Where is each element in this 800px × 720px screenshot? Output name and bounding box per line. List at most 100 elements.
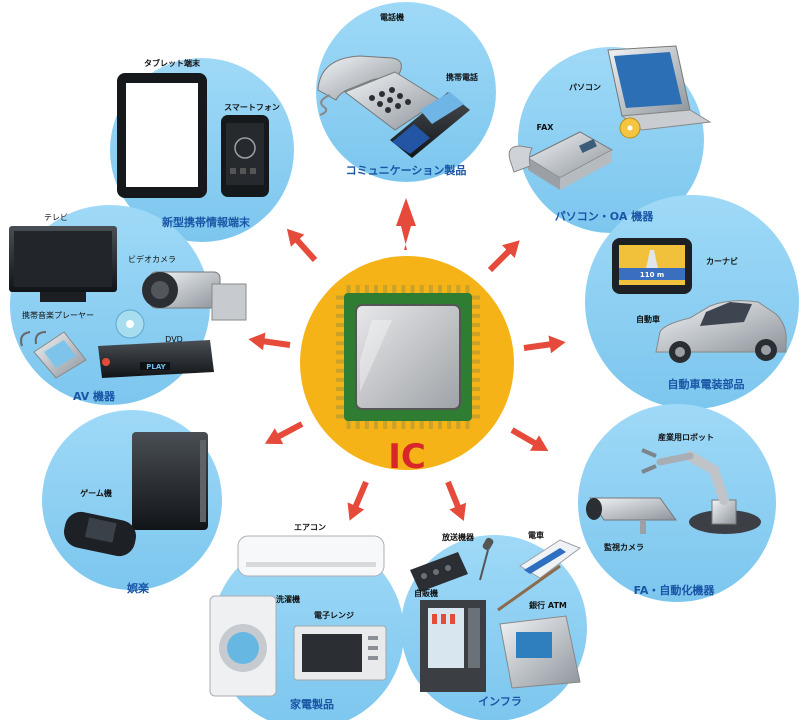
device-label-tv: テレビ <box>44 213 68 222</box>
ic-pin <box>336 396 344 401</box>
ic-pin <box>472 396 480 401</box>
dvd-player-display-text: PLAY <box>146 363 166 371</box>
ic-pin <box>364 421 369 429</box>
device-label-game-console: ゲーム機 <box>80 488 112 498</box>
ic-pin <box>374 285 378 293</box>
ic-die-highlight <box>360 320 392 392</box>
ic-pin <box>401 421 406 429</box>
ic-pin <box>419 421 424 429</box>
ic-pin <box>336 323 344 327</box>
bank-atm-icon <box>499 615 581 689</box>
smartphone-icon <box>221 115 269 197</box>
arrow-to-av <box>248 332 291 351</box>
ic-pin <box>472 313 480 318</box>
ic-pin <box>472 368 480 373</box>
device-label-smartphone: スマートフォン <box>224 103 280 112</box>
ic-pin <box>472 414 480 419</box>
ic-pin <box>346 285 351 293</box>
ic-pin <box>336 313 344 318</box>
desk-phone-icon <box>317 55 441 131</box>
game-console-icon <box>132 432 208 530</box>
arrow-to-car <box>523 335 566 354</box>
ic-label: IC <box>388 437 426 477</box>
ic-pins <box>336 285 480 429</box>
ic-pin <box>336 332 344 337</box>
air-conditioner-icon <box>237 535 385 577</box>
category-title-entertainment: 娯楽 <box>127 581 150 595</box>
ic-pin <box>383 285 388 293</box>
ic-pin <box>392 421 397 429</box>
mobile-phone-icon <box>390 92 470 158</box>
ic-pin <box>336 377 344 382</box>
arrows <box>248 198 566 521</box>
ic-pin <box>401 285 406 293</box>
device-label-desk-phone: 電話機 <box>380 12 404 22</box>
device-label-security-camera: 監視カメラ <box>604 542 644 552</box>
ic-pin <box>336 387 344 391</box>
device-label-microwave: 電子レンジ <box>314 610 354 620</box>
microwave-icon <box>293 625 387 681</box>
ic-pin <box>336 304 344 309</box>
tv-icon <box>9 226 117 302</box>
device-label-pc: パソコン <box>569 82 601 92</box>
circle-fa <box>578 404 776 602</box>
ic-pin <box>472 405 480 410</box>
ic-pin <box>472 350 480 355</box>
ic-pin <box>438 421 442 429</box>
tablet-icon <box>117 73 207 198</box>
ic-pin <box>355 285 360 293</box>
ic-pin <box>472 387 480 391</box>
ic-pin <box>419 285 424 293</box>
music-player-icon <box>20 331 87 379</box>
ic-pin <box>336 295 344 300</box>
industrial-robot-icon <box>641 448 761 534</box>
device-label-industrial-robot: 産業用ロボット <box>658 432 714 442</box>
device-label-mobile-phone: 携帯電話 <box>446 72 478 82</box>
category-title-car: 自動車電装部品 <box>668 377 745 391</box>
labels: コミュニケーション製品 電話機 携帯電話 パソコン・OA 機器 パソコン FAX… <box>22 12 745 711</box>
ic-pin <box>383 421 388 429</box>
ic-pin <box>355 421 360 429</box>
device-label-car: 自動車 <box>636 314 660 324</box>
ic-pin <box>472 304 480 309</box>
arrow-to-communication <box>396 198 416 250</box>
ic-pin <box>336 350 344 355</box>
category-title-communication: コミュニケーション製品 <box>346 163 467 177</box>
ic-pin <box>410 285 415 293</box>
video-camera-icon <box>142 271 247 321</box>
train-icon <box>497 539 582 612</box>
ic-pin <box>456 285 461 293</box>
car-navigation-screen-text: 110 m <box>640 271 664 279</box>
ic-pin <box>346 421 351 429</box>
arrow-to-fa <box>510 427 549 451</box>
category-title-infra: インフラ <box>478 695 522 708</box>
category-title-fa: FA・自動化機器 <box>634 583 716 597</box>
disc-icon <box>115 309 145 339</box>
device-label-dvd: DVD <box>165 335 183 344</box>
ic-pin <box>447 285 452 293</box>
ic-pin <box>374 421 378 429</box>
ic-pin <box>472 377 480 382</box>
cd-icon <box>619 117 641 139</box>
category-title-home: 家電製品 <box>290 697 334 711</box>
ic-hub <box>300 256 514 470</box>
device-label-washing-machine: 洗濯機 <box>276 594 300 604</box>
broadcast-equipment-icon <box>410 537 494 592</box>
ic-pin <box>472 341 480 346</box>
arrow-to-infra <box>445 480 467 521</box>
device-label-train: 電車 <box>528 530 544 540</box>
category-title-av: AV 機器 <box>73 389 116 403</box>
device-label-fax: FAX <box>537 123 555 132</box>
ic-pin <box>465 421 470 429</box>
ic-pin <box>336 414 344 419</box>
ic-pin <box>336 368 344 373</box>
ic-pin <box>465 285 470 293</box>
fax-icon <box>508 131 614 190</box>
device-label-music-player: 携帯音楽プレーヤー <box>22 310 94 320</box>
circle-car <box>585 195 799 409</box>
security-camera-icon <box>586 497 677 534</box>
ic-pin <box>428 421 433 429</box>
device-label-tablet: タブレット端末 <box>144 58 200 68</box>
device-label-broadcast-equipment: 放送機器 <box>441 532 475 542</box>
